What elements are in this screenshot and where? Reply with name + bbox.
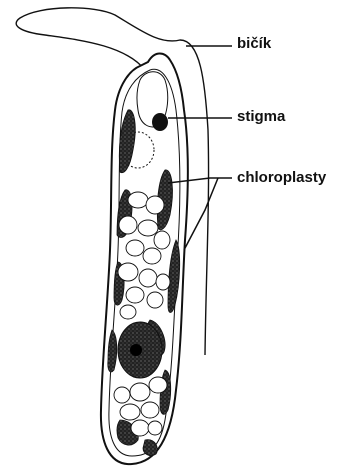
label-flagellum: bičík [237,36,271,51]
nucleolus [130,344,142,356]
label-stigma: stigma [237,109,285,124]
label-chloroplasts: chloroplasty [237,170,326,185]
leader-line-chloroplasts-2 [184,178,218,250]
stigma [152,113,168,131]
